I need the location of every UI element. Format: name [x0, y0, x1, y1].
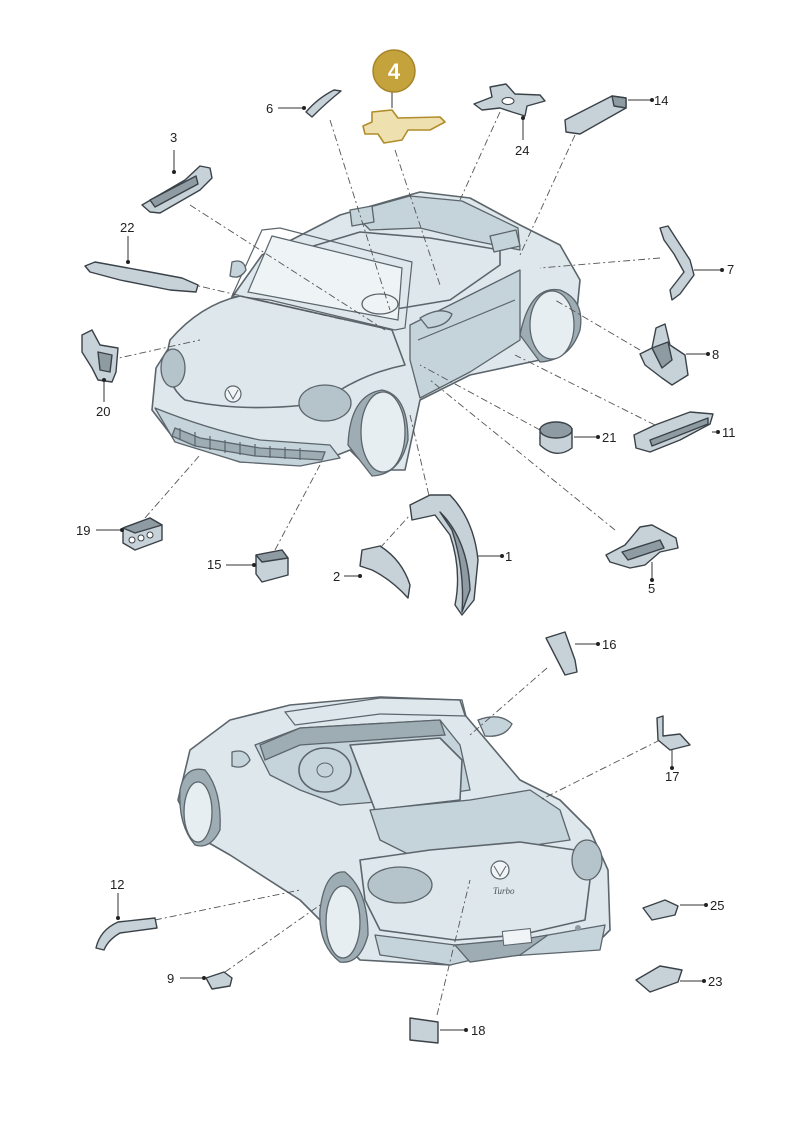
- car-rear-view: Turbo: [177, 696, 611, 966]
- part-6: [305, 89, 342, 118]
- callout-18[interactable]: 18: [471, 1023, 485, 1038]
- part-9: [205, 971, 233, 990]
- callout-2[interactable]: 2: [333, 569, 340, 584]
- callout-17[interactable]: 17: [665, 769, 679, 784]
- callout-7[interactable]: 7: [727, 262, 734, 277]
- part-18: [409, 1017, 439, 1044]
- callout-11[interactable]: 11: [722, 425, 736, 440]
- callout-22[interactable]: 22: [120, 220, 134, 235]
- callout-21[interactable]: 21: [602, 430, 616, 445]
- part-22: [84, 261, 199, 293]
- rear-badge-text: Turbo: [493, 886, 515, 896]
- callout-6[interactable]: 6: [266, 101, 273, 116]
- callout-3[interactable]: 3: [170, 130, 177, 145]
- callout-14[interactable]: 14: [654, 93, 668, 108]
- leader-lines: [109, 111, 661, 1016]
- callout-5[interactable]: 5: [648, 581, 655, 596]
- part-23: [635, 965, 683, 993]
- callout-8[interactable]: 8: [712, 347, 719, 362]
- callout-25[interactable]: 25: [710, 898, 724, 913]
- callout-numbers: 1 2 3 5 6 7 8 9 11 12 14 15 16 17 18 19 …: [76, 93, 736, 1038]
- callout-16[interactable]: 16: [602, 637, 616, 652]
- car-front-view: [151, 191, 582, 477]
- highlight-badge-circle: [372, 49, 416, 93]
- part-4: [362, 109, 446, 144]
- callout-9[interactable]: 9: [167, 971, 174, 986]
- part-16: [545, 631, 578, 676]
- part-25: [642, 899, 679, 921]
- callout-24[interactable]: 24: [515, 143, 529, 158]
- highlight-badge-number: 4: [388, 59, 401, 84]
- callout-12[interactable]: 12: [110, 877, 124, 892]
- callout-19[interactable]: 19: [76, 523, 90, 538]
- parts: [81, 83, 714, 1044]
- part-12: [95, 917, 158, 951]
- highlight-badge[interactable]: 4: [372, 49, 416, 93]
- part-2: [359, 545, 411, 599]
- callout-23[interactable]: 23: [708, 974, 722, 989]
- callout-leaders: [96, 88, 724, 1032]
- part-7: [659, 225, 695, 301]
- callout-20[interactable]: 20: [96, 404, 110, 419]
- callout-15[interactable]: 15: [207, 557, 221, 572]
- part-1: [409, 494, 479, 616]
- callout-1[interactable]: 1: [505, 549, 512, 564]
- part-17: [656, 715, 691, 751]
